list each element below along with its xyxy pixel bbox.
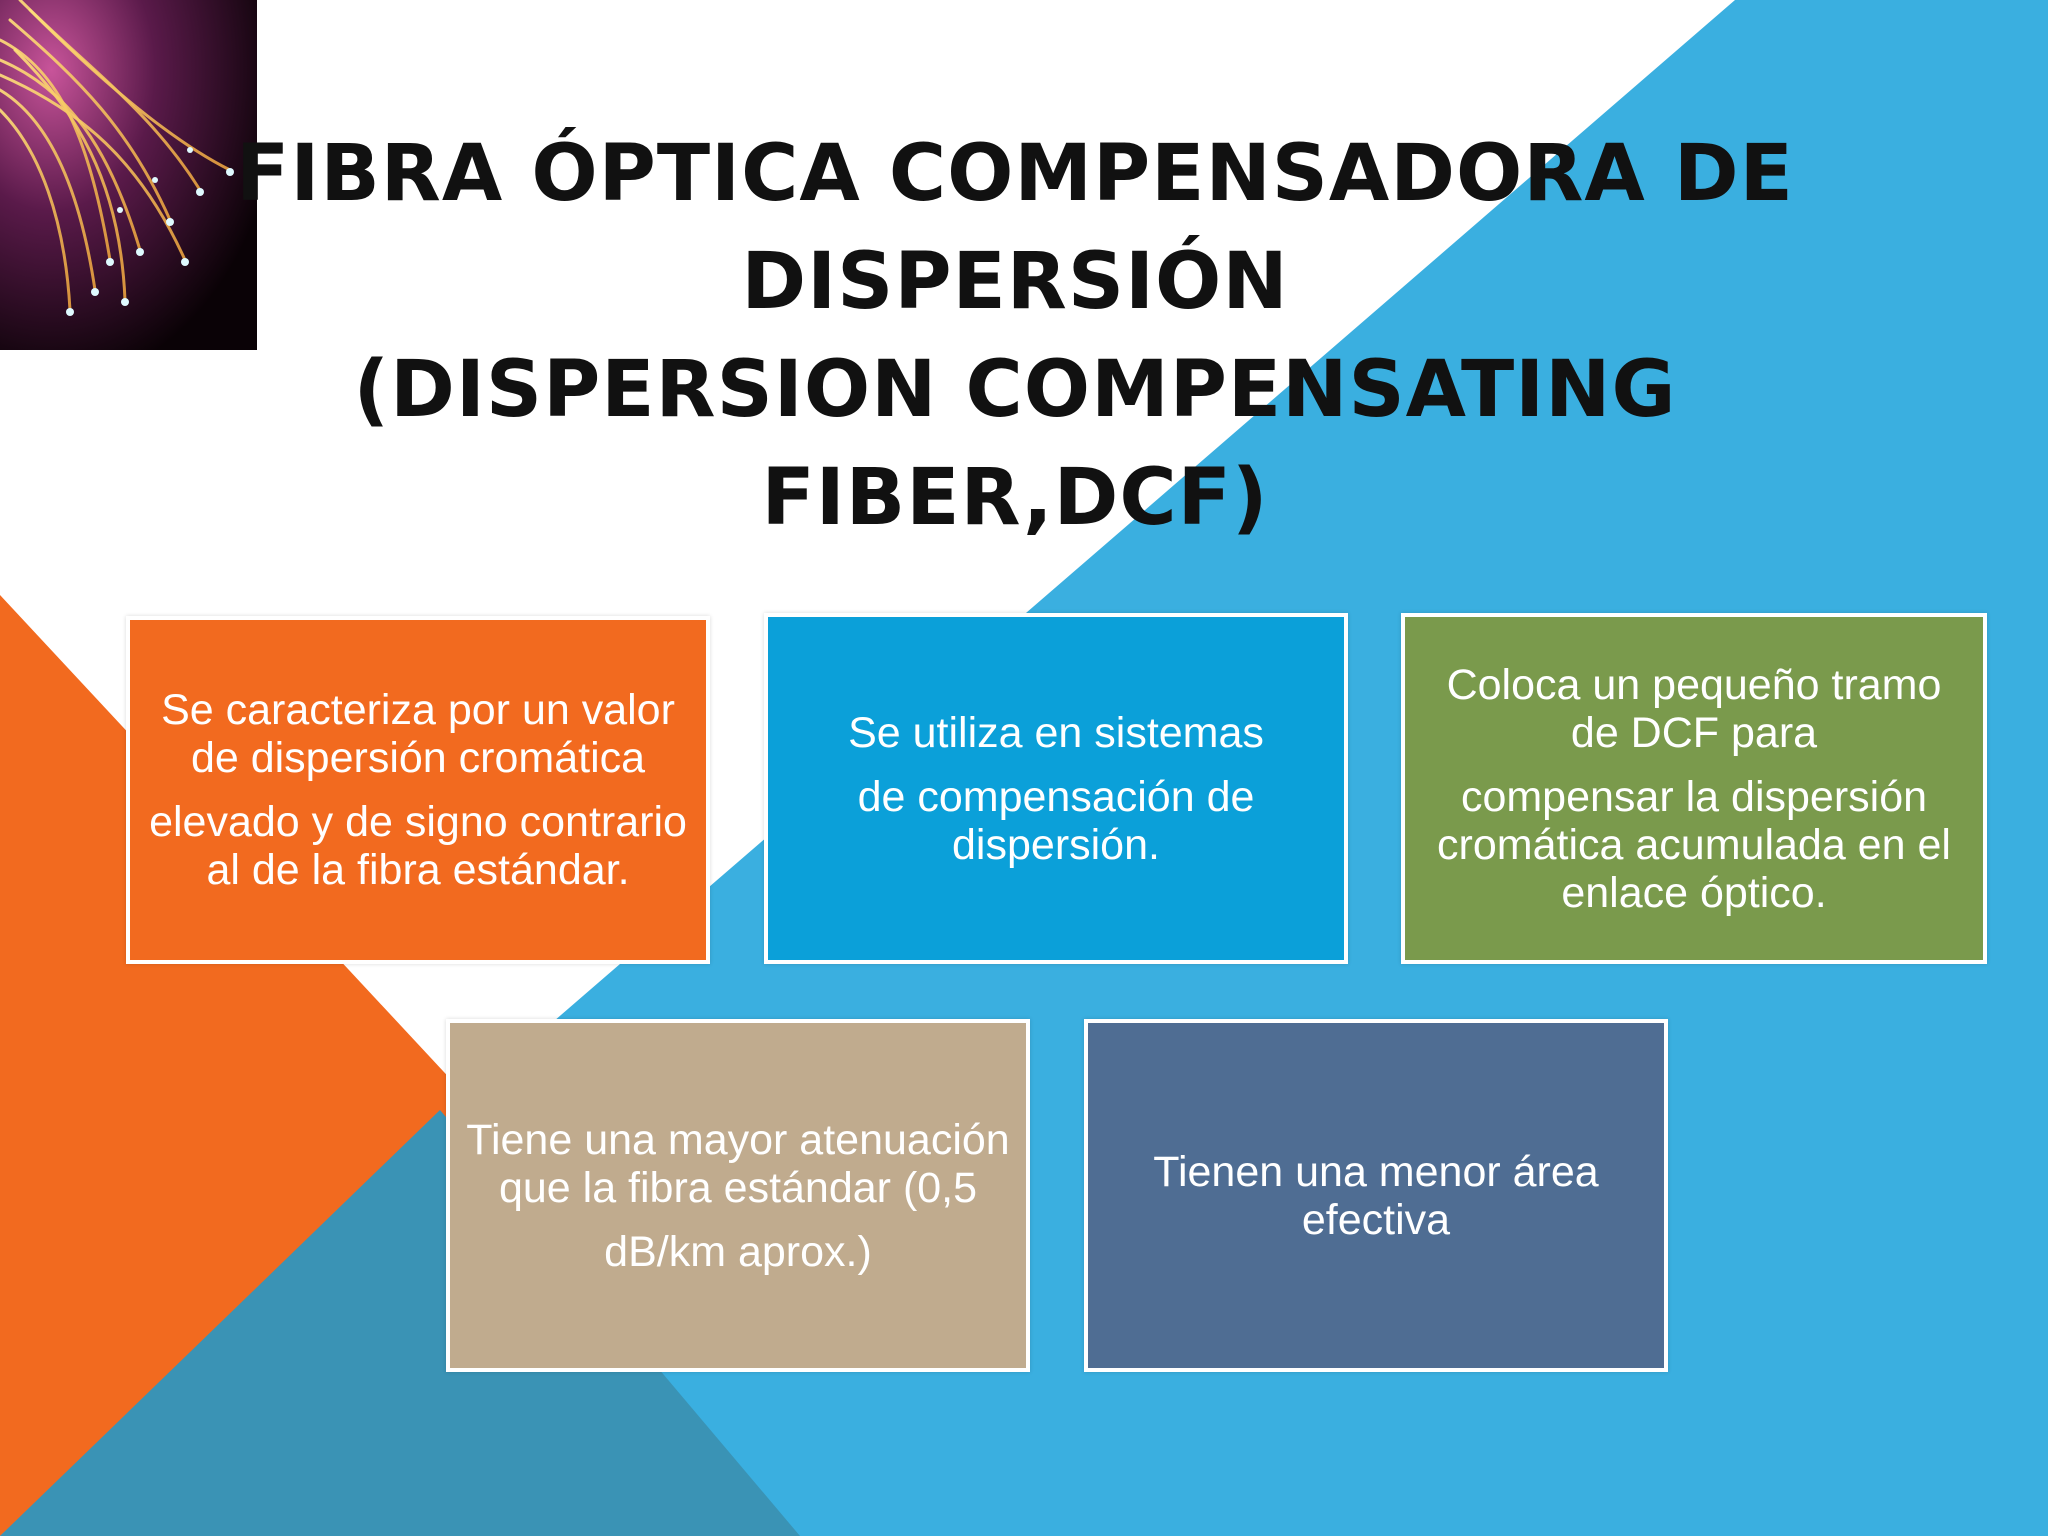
info-card-2: Se utiliza en sistemas de compensación d… xyxy=(764,613,1348,964)
card-1-text-1: Se caracteriza por un valor de dispersió… xyxy=(161,686,675,782)
title-line-1: FIBRA ÓPTICA COMPENSADORA DE xyxy=(236,129,1794,219)
fiber-optic-photo xyxy=(0,0,257,350)
dark-blue-bottom-triangle xyxy=(0,1110,800,1536)
slide-title: FIBRA ÓPTICA COMPENSADORA DE DISPERSIÓN … xyxy=(150,120,1880,552)
title-line-2: DISPERSIÓN xyxy=(741,237,1289,327)
info-card-1: Se caracteriza por un valor de dispersió… xyxy=(126,616,710,964)
card-1-text-2: elevado y de signo contrario al de la fi… xyxy=(149,798,687,894)
card-2-text-2: de compensación de dispersión. xyxy=(857,772,1255,869)
card-4-text-1: Tiene una mayor atenuación que la fibra … xyxy=(466,1115,1010,1212)
card-2-text-1: Se utiliza en sistemas xyxy=(848,708,1264,757)
orange-left-triangle xyxy=(0,595,470,1536)
card-3-text-1: Coloca un pequeño tramo de DCF para xyxy=(1446,660,1942,757)
card-5-text-1: Tienen una menor área efectiva xyxy=(1153,1147,1599,1244)
info-card-3: Coloca un pequeño tramo de DCF para comp… xyxy=(1401,613,1987,964)
title-line-3: (DISPERSION COMPENSATING FIBER,DCF) xyxy=(353,345,1677,543)
card-3-text-2: compensar la dispersión cromática acumul… xyxy=(1437,772,1951,917)
info-card-4: Tiene una mayor atenuación que la fibra … xyxy=(446,1019,1030,1372)
card-4-text-2: dB/km aprox.) xyxy=(604,1227,872,1276)
info-card-5: Tienen una menor área efectiva xyxy=(1084,1019,1668,1372)
